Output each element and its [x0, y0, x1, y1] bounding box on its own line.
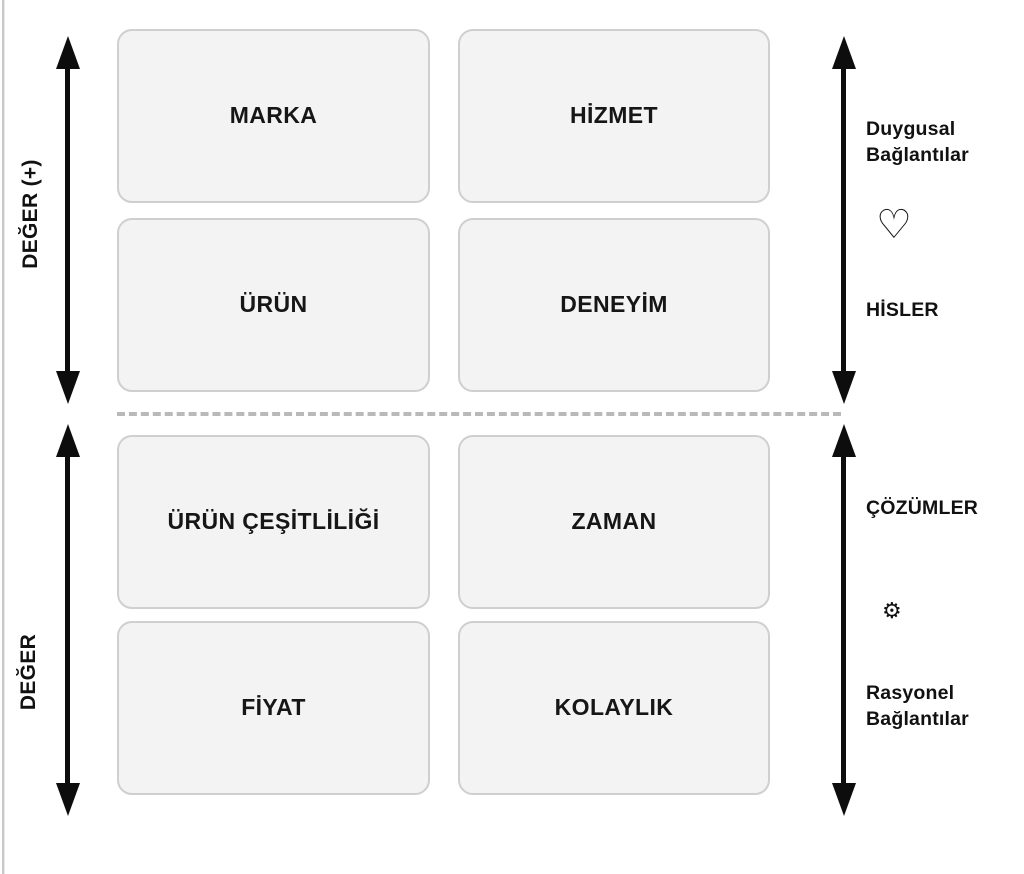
- arrow-shaft: [841, 66, 846, 374]
- card-kolaylik[interactable]: KOLAYLIK: [458, 621, 770, 795]
- dashed-divider: [117, 412, 841, 416]
- arrowhead-down-icon: [832, 371, 856, 404]
- axis-label-value-positive: DEĞER (+): [19, 159, 42, 269]
- arrow-shaft: [65, 66, 70, 374]
- card-deneyim[interactable]: DENEYİM: [458, 218, 770, 392]
- card-zaman[interactable]: ZAMAN: [458, 435, 770, 609]
- double-arrow-icon-right-upper: [832, 36, 856, 404]
- heart-icon: ♡: [876, 203, 912, 247]
- label-rational-connections: Rasyonel Bağlantılar: [866, 682, 969, 731]
- card-label: KOLAYLIK: [554, 694, 674, 721]
- card-fiyat[interactable]: FİYAT: [117, 621, 430, 795]
- panel-left-edge: [2, 0, 4, 874]
- panel-left-edge-inner: [4, 0, 5, 874]
- arrowhead-up-icon: [56, 424, 80, 457]
- label-feelings: HİSLER: [866, 299, 939, 321]
- double-arrow-icon-right-lower: [832, 424, 856, 816]
- double-arrow-icon-left-lower: [56, 424, 80, 816]
- arrow-shaft: [841, 454, 846, 786]
- card-label: ÜRÜN ÇEŞİTLİLİĞİ: [167, 508, 380, 535]
- label-emotional-connections: Duygusal Bağlantılar: [866, 118, 969, 167]
- arrowhead-up-icon: [832, 424, 856, 457]
- arrowhead-up-icon: [832, 36, 856, 69]
- arrowhead-down-icon: [832, 783, 856, 816]
- axis-label-value: DEĞER: [17, 633, 40, 711]
- arrowhead-up-icon: [56, 36, 80, 69]
- double-arrow-icon-left-upper: [56, 36, 80, 404]
- card-urun-cesitliligi[interactable]: ÜRÜN ÇEŞİTLİLİĞİ: [117, 435, 430, 609]
- card-label: MARKA: [229, 102, 318, 129]
- card-marka[interactable]: MARKA: [117, 29, 430, 203]
- card-label: ÜRÜN: [239, 291, 308, 318]
- arrowhead-down-icon: [56, 783, 80, 816]
- card-hizmet[interactable]: HİZMET: [458, 29, 770, 203]
- card-label: FİYAT: [241, 694, 306, 721]
- arrowhead-down-icon: [56, 371, 80, 404]
- label-solutions: ÇÖZÜMLER: [866, 497, 979, 519]
- card-grid: MARKA HİZMET ÜRÜN DENEYİM ÜRÜN ÇEŞİTLİLİ…: [117, 29, 770, 795]
- card-label: DENEYİM: [560, 291, 668, 318]
- card-urun[interactable]: ÜRÜN: [117, 218, 430, 392]
- arrow-shaft: [65, 454, 70, 786]
- gear-icon: ⚙: [882, 598, 902, 623]
- card-label: HİZMET: [570, 102, 658, 129]
- card-label: ZAMAN: [571, 508, 657, 535]
